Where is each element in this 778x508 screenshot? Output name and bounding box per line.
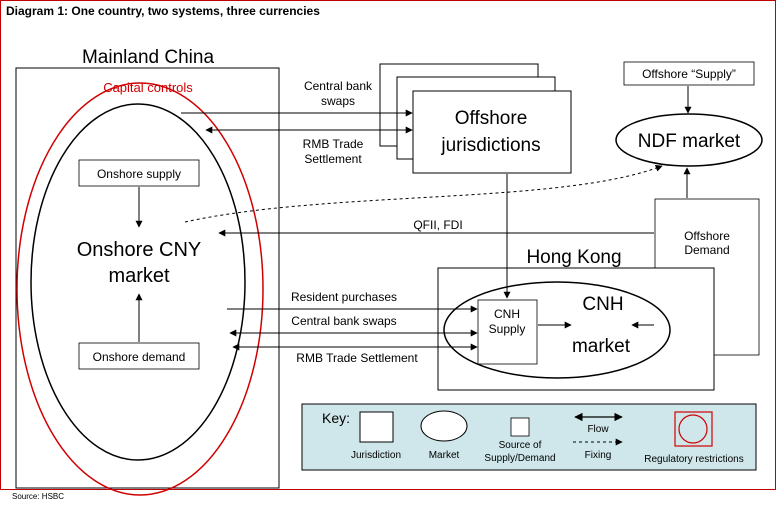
cnh-supply-label-line2: Supply — [489, 322, 526, 336]
key-jurisdiction-square — [359, 411, 394, 443]
onshore-demand-label: Onshore demand — [93, 350, 186, 364]
onshore-supply-label: Onshore supply — [97, 167, 181, 181]
key-regulatory-label: Regulatory restrictions — [644, 454, 743, 465]
ndf-market-label: NDF market — [638, 131, 741, 152]
key-title: Key: — [322, 410, 350, 426]
key-source-label-line2: Supply/Demand — [484, 453, 555, 464]
mainland-china-label: Mainland China — [82, 47, 214, 68]
key-fixing-label: Fixing — [585, 450, 612, 461]
resident-purchases-label: Resident purchases — [291, 290, 397, 304]
onshore-demand-box — [78, 342, 200, 370]
offshore-supply-box — [623, 61, 755, 86]
central-bank-swaps-top-line2: swaps — [321, 94, 355, 108]
source-note: Source: HSBC — [12, 492, 65, 501]
cnh-market-label-line1: CNH — [582, 294, 623, 315]
rmb-trade-settlement-label: RMB Trade Settlement — [296, 351, 418, 365]
capital-controls-label: Capital controls — [103, 80, 193, 95]
offshore-jurisdictions-label-line1: Offshore — [455, 108, 528, 129]
onshore-cny-market-ellipse — [30, 103, 246, 461]
key-regulatory-square — [674, 411, 713, 447]
offshore-jurisdictions-box — [412, 90, 572, 174]
rmb-trade-top-line1: RMB Trade — [303, 137, 364, 151]
key-market-label: Market — [429, 450, 460, 461]
key-market-oval — [420, 410, 468, 442]
cnh-supply-box — [477, 299, 538, 365]
key-jurisdiction-label: Jurisdiction — [351, 450, 401, 461]
offshore-demand-label-line2: Demand — [684, 243, 729, 257]
offshore-supply-label: Offshore “Supply” — [642, 67, 736, 81]
central-bank-swaps-top-line1: Central bank — [304, 79, 373, 93]
onshore-market-label-line2: market — [108, 265, 170, 287]
key-source-square — [510, 417, 530, 437]
capital-controls-ellipse — [16, 82, 264, 496]
cnh-supply-label-line1: CNH — [494, 307, 520, 321]
diagram-frame — [0, 0, 776, 490]
qfii-fdi-label: QFII, FDI — [413, 218, 462, 232]
central-bank-swaps-label: Central bank swaps — [291, 314, 396, 328]
mainland-china-box — [15, 67, 280, 489]
hong-kong-label: Hong Kong — [526, 247, 621, 268]
fixing-dotted-curve — [184, 164, 663, 223]
offshore-jurisdictions-label-line2: jurisdictions — [440, 135, 540, 156]
rmb-trade-top-line2: Settlement — [304, 152, 362, 166]
onshore-supply-box — [78, 159, 200, 187]
cnh-market-label-line2: market — [572, 336, 631, 357]
key-regulatory-circle — [678, 414, 708, 444]
key-source-label-line1: Source of — [499, 440, 542, 451]
ndf-market-ellipse — [615, 113, 763, 167]
key-flow-label: Flow — [587, 424, 609, 435]
offshore-demand-label-line1: Offshore — [684, 229, 730, 243]
diagram-title: Diagram 1: One country, two systems, thr… — [6, 4, 320, 18]
onshore-market-label-line1: Onshore CNY — [77, 239, 202, 261]
